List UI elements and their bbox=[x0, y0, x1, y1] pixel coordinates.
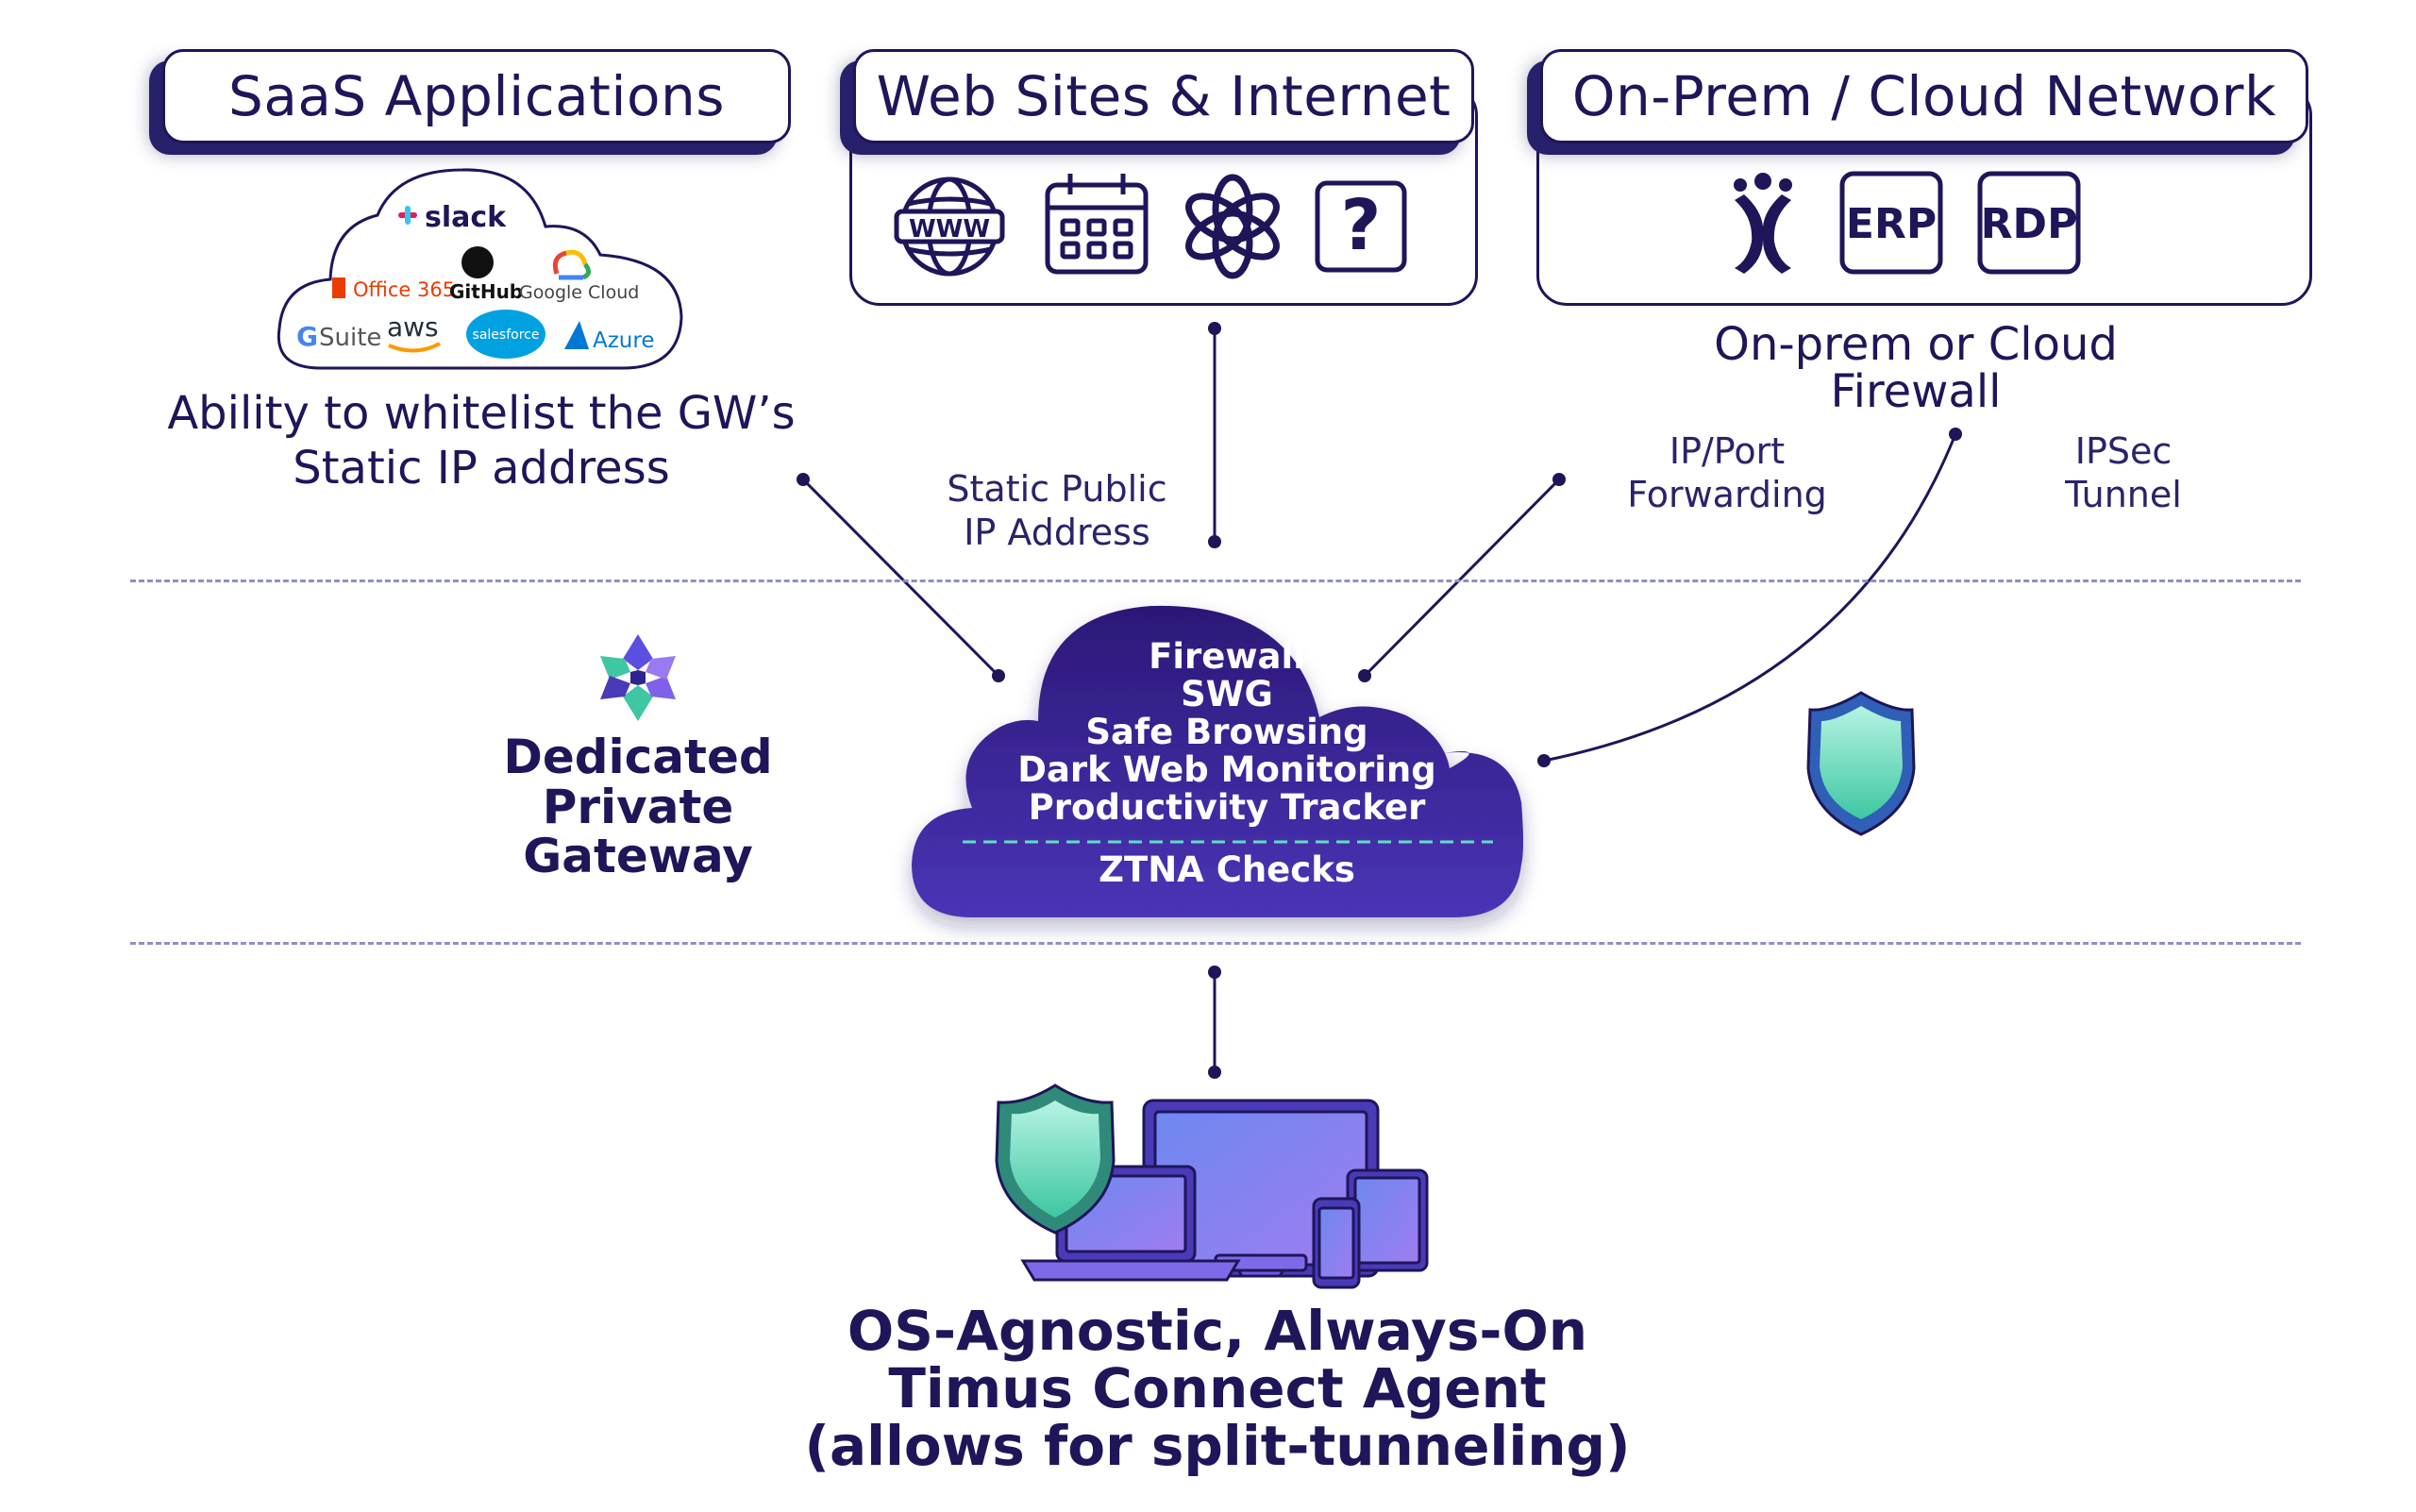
security-shield-icon bbox=[1806, 691, 1916, 836]
static-ip-line2: IP Address bbox=[964, 511, 1150, 553]
firewall-label: On-prem or Cloud Firewall bbox=[1623, 321, 2208, 416]
salesforce-logo: salesforce bbox=[473, 328, 540, 343]
service-firewall: Firewall bbox=[1149, 636, 1305, 677]
globe-icon: WWW bbox=[894, 176, 1005, 277]
ipport-label: IP/Port Forwarding bbox=[1586, 430, 1869, 516]
firewall-line1: On-prem or Cloud bbox=[1714, 318, 2118, 371]
calendar-icon bbox=[1045, 174, 1149, 275]
ipport-line2: Forwarding bbox=[1627, 473, 1827, 515]
ipsec-label: IPSec Tunnel bbox=[2010, 430, 2237, 516]
saas-header-label: SaaS Applications bbox=[228, 64, 725, 128]
globe-icon-text: WWW bbox=[909, 215, 990, 244]
question-icon: ? bbox=[1315, 180, 1407, 273]
whitelist-line2: Static IP address bbox=[293, 441, 670, 495]
web-sites-header: Web Sites & Internet bbox=[853, 49, 1474, 143]
azure-icon bbox=[564, 321, 589, 349]
aws-logo: aws bbox=[387, 311, 439, 343]
onprem-header-label: On-Prem / Cloud Network bbox=[1571, 64, 2277, 128]
saas-logos: slack Office 365 GitHub Google Cloud G S… bbox=[296, 201, 655, 359]
cloud-services-list: Firewall SWG Safe Browsing Dark Web Moni… bbox=[982, 638, 1472, 827]
top-divider bbox=[130, 580, 2301, 582]
agent-title: OS-Agnostic, Always-On Timus Connect Age… bbox=[642, 1302, 1793, 1475]
jira-icon bbox=[1734, 173, 1792, 274]
whitelist-line1: Ability to whitelist the GW’s bbox=[167, 387, 796, 440]
agent-line2: Timus Connect Agent bbox=[888, 1355, 1547, 1420]
salesforce-icon bbox=[466, 310, 545, 359]
service-dark-web-monitoring: Dark Web Monitoring bbox=[1017, 748, 1436, 790]
question-icon-text: ? bbox=[1341, 185, 1382, 266]
openai-icon bbox=[1185, 174, 1280, 279]
gateway-logo-icon bbox=[600, 634, 676, 721]
gateway-label: Dedicated Private Gateway bbox=[468, 732, 808, 882]
static-ip-line1: Static Public bbox=[947, 468, 1167, 510]
gsuite-g-logo: G bbox=[296, 321, 318, 352]
google-cloud-icon bbox=[552, 249, 591, 280]
slack-icon bbox=[398, 206, 417, 225]
bottom-divider bbox=[130, 942, 2301, 945]
service-safe-browsing: Safe Browsing bbox=[1085, 711, 1368, 752]
slack-logo: slack bbox=[425, 201, 507, 234]
gateway-line1: Dedicated bbox=[503, 730, 773, 784]
connector-dots bbox=[797, 322, 1962, 1079]
services-cloud-shape bbox=[912, 605, 1523, 917]
static-ip-label: Static Public IP Address bbox=[906, 468, 1208, 554]
github-icon bbox=[461, 246, 494, 278]
erp-icon-text: ERP bbox=[1846, 200, 1937, 248]
connector-lines bbox=[801, 328, 1957, 1072]
web-sites-header-label: Web Sites & Internet bbox=[876, 64, 1451, 128]
rdp-icon-text: RDP bbox=[1981, 200, 2078, 248]
saas-header: SaaS Applications bbox=[162, 49, 791, 143]
office365-icon bbox=[332, 277, 345, 298]
gsuite-logo: Suite bbox=[319, 324, 381, 352]
ipport-line1: IP/Port bbox=[1669, 430, 1786, 472]
azure-logo: Azure bbox=[593, 328, 655, 353]
service-swg: SWG bbox=[1181, 673, 1273, 714]
ipsec-line1: IPSec bbox=[2074, 430, 2173, 472]
firewall-line2: Firewall bbox=[1830, 365, 2002, 419]
onprem-header: On-Prem / Cloud Network bbox=[1540, 49, 2308, 143]
agent-line1: OS-Agnostic, Always-On bbox=[847, 1299, 1588, 1363]
erp-icon: ERP bbox=[1839, 171, 1943, 275]
github-logo: GitHub bbox=[449, 280, 523, 303]
ztna-checks-label: ZTNA Checks bbox=[1099, 849, 1355, 890]
aws-smile-icon bbox=[388, 342, 441, 353]
gateway-line2: Private bbox=[542, 779, 734, 834]
agent-line3: (allows for split-tunneling) bbox=[804, 1413, 1631, 1478]
gateway-line3: Gateway bbox=[523, 829, 753, 883]
service-productivity-tracker: Productivity Tracker bbox=[1028, 786, 1426, 828]
whitelist-label: Ability to whitelist the GW’s Static IP … bbox=[142, 387, 821, 496]
devices-illustration bbox=[995, 1084, 1429, 1289]
rdp-icon: RDP bbox=[1977, 171, 2081, 275]
office365-logo: Office 365 bbox=[353, 278, 455, 301]
google-cloud-logo: Google Cloud bbox=[519, 282, 639, 303]
ipsec-line2: Tunnel bbox=[2065, 473, 2182, 515]
